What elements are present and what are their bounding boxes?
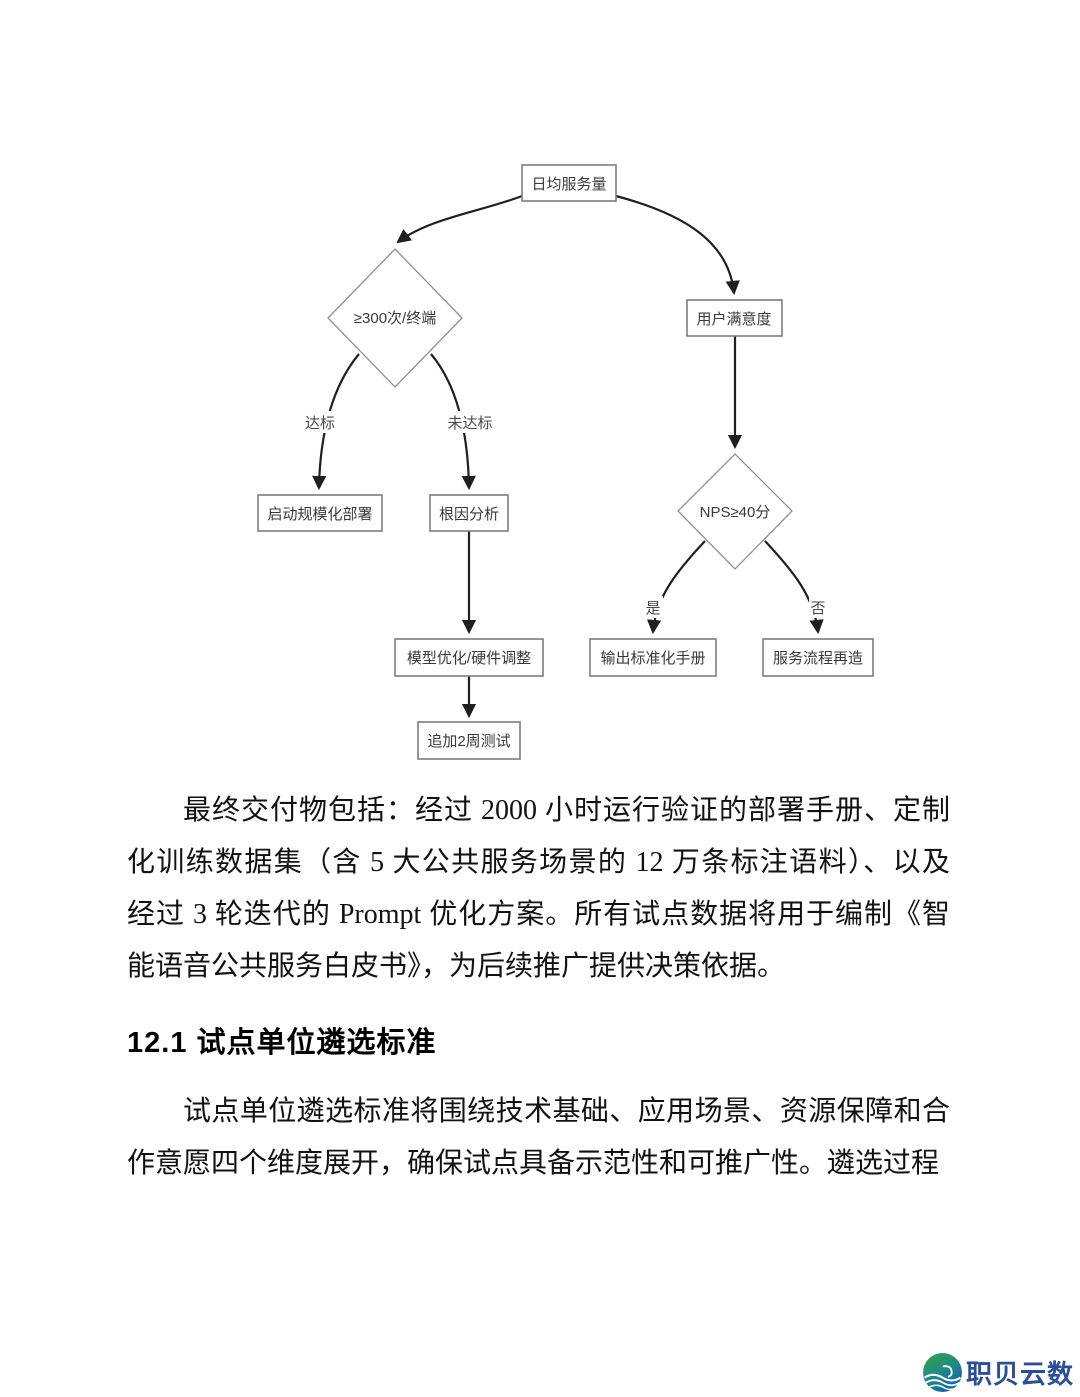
node-root-box	[521, 164, 617, 202]
section-heading-12-1: 12.1 试点单位遴选标准	[127, 1027, 437, 1059]
node-retest-box	[417, 721, 521, 760]
node-manual-label: 输出标准化手册	[600, 650, 705, 667]
node-terminal-check-diamond	[327, 248, 463, 388]
node-reengineer-box	[762, 638, 874, 677]
node-satisfaction-box	[686, 299, 783, 337]
edge-label-bg	[644, 596, 663, 618]
node-deploy-label: 启动规模化部署	[267, 506, 372, 523]
edge-root-to-terminal-check	[396, 194, 523, 244]
node-manual-box	[589, 638, 717, 677]
node-reengineer-label: 服务流程再造	[773, 650, 863, 667]
node-root-cause-label: 根因分析	[439, 506, 499, 523]
node-terminal-check-label: ≥300次/终端	[354, 310, 436, 327]
edge-label-yes: 是	[645, 600, 660, 617]
edge-label-bg	[809, 596, 828, 618]
paragraph-line: 最终交付物包括：经过 2000 小时运行验证的部署手册、定制	[183, 795, 950, 826]
paragraph-line: 试点单位遴选标准将围绕技术基础、应用场景、资源保障和合	[183, 1096, 950, 1127]
edge-nps-no-to-reengineer	[764, 540, 824, 635]
footer-logo: 职贝云数	[922, 1352, 1074, 1393]
paragraph-line: 化训练数据集（含 5 大公共服务场景的 12 万条标注语料）、以及	[127, 847, 950, 878]
node-model-opt-label: 模型优化/硬件调整	[407, 650, 531, 667]
edge-root-to-satisfaction	[615, 194, 740, 296]
node-nps-check-diamond	[677, 453, 793, 570]
node-root-cause-box	[429, 494, 509, 532]
logo-globe-icon	[923, 1353, 962, 1392]
paragraph-line: 能语音公共服务白皮书》，为后续推广提供决策依据。	[127, 951, 786, 982]
logo-text: 职贝云数	[965, 1359, 1074, 1389]
paragraph-deliverables: 最终交付物包括：经过 2000 小时运行验证的部署手册、定制 化训练数据集（含 …	[127, 785, 950, 993]
edge-label-no: 否	[810, 600, 825, 617]
edge-label-fail: 未达标	[447, 415, 492, 432]
node-nps-check-label: NPS≥40分	[700, 504, 771, 521]
flowchart-diagram: 达标 未达标 是 否 日均服务量 用户满意度 启动规模化部署 根因分析 模型优化…	[257, 164, 874, 760]
node-retest-label: 追加2周测试	[427, 733, 510, 750]
edge-label-pass: 达标	[305, 415, 335, 432]
node-satisfaction-label: 用户满意度	[696, 310, 771, 328]
node-model-opt-box	[394, 638, 544, 677]
edge-nps-yes-to-manual	[646, 540, 706, 635]
edge-label-bg	[300, 411, 340, 433]
edge-label-bg	[443, 411, 497, 433]
paragraph-selection-criteria: 试点单位遴选标准将围绕技术基础、应用场景、资源保障和合 作意愿四个维度展开，确保…	[127, 1086, 950, 1190]
paragraph-line: 经过 3 轮迭代的 Prompt 优化方案。所有试点数据将用于编制《智	[127, 899, 950, 930]
paragraph-line: 作意愿四个维度展开，确保试点具备示范性和可推广性。遴选过程	[127, 1148, 940, 1179]
node-deploy-box	[257, 494, 383, 532]
node-root-label: 日均服务量	[531, 176, 606, 193]
